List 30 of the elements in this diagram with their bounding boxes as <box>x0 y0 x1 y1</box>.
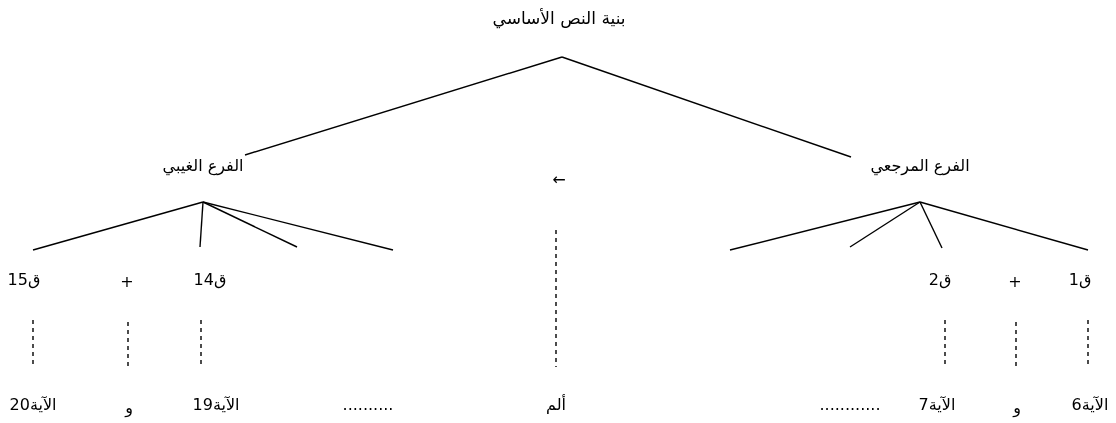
verse-label: الآية7 <box>918 393 956 417</box>
leaf-label: + <box>120 270 134 294</box>
branch-line <box>919 201 943 249</box>
branch-line <box>202 201 394 251</box>
verse-label: ألم <box>546 393 566 417</box>
direction-arrow: ← <box>552 169 566 191</box>
leaf-label: ق14 <box>193 268 227 292</box>
branch-line <box>729 201 921 251</box>
branch-line <box>849 201 921 248</box>
branch-line <box>919 201 1089 251</box>
leaf-label: ق1 <box>1068 268 1092 292</box>
branch-heading: الفرع الغيبي <box>162 154 244 178</box>
verse-label: الآية19 <box>192 393 240 417</box>
verse-label: الآية6 <box>1071 393 1109 417</box>
leaf-label: ق2 <box>928 268 952 292</box>
branch-heading: الفرع المرجعي <box>870 154 970 178</box>
branch-line <box>244 56 563 156</box>
verse-label: الآية20 <box>9 393 57 417</box>
leaf-label: + <box>1008 270 1022 294</box>
ellipsis-dots: ............ <box>819 394 881 416</box>
leaf-label: ق15 <box>7 268 41 292</box>
branch-line <box>561 56 852 158</box>
branch-line <box>32 201 204 251</box>
verse-label: و <box>125 396 133 420</box>
root-heading: بنية النص الأساسي <box>492 6 626 30</box>
ellipsis-dots: .......... <box>342 394 394 416</box>
verse-label: و <box>1013 396 1021 420</box>
branch-line <box>199 201 204 248</box>
branch-line <box>202 201 298 248</box>
dashed-line <box>555 229 557 368</box>
